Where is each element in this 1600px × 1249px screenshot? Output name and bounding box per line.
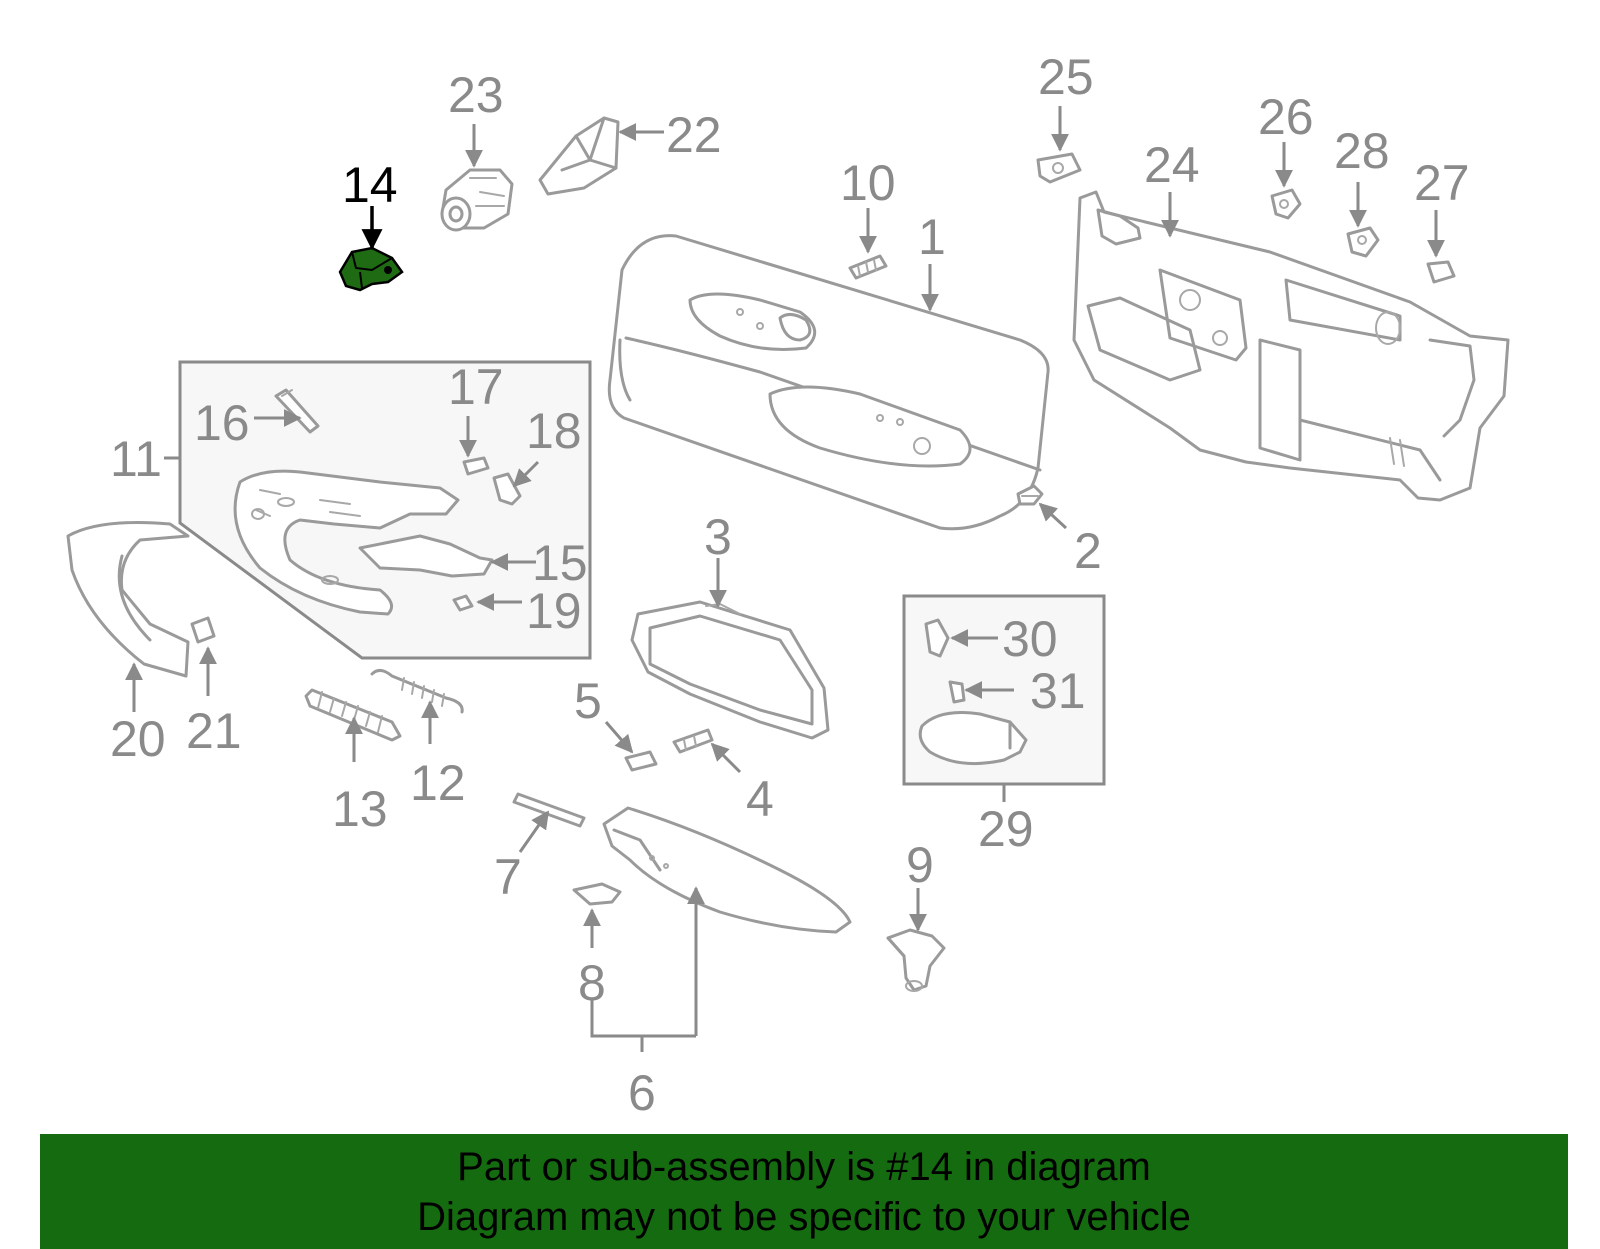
callout-17: 17 bbox=[448, 359, 504, 415]
part-1-drawing bbox=[607, 234, 1050, 531]
callout-26: 26 bbox=[1258, 89, 1314, 145]
part-6-drawing bbox=[602, 806, 852, 934]
part-7-drawing bbox=[512, 792, 586, 828]
callout-8: 8 bbox=[578, 955, 606, 1011]
arrow-5 bbox=[604, 721, 634, 754]
info-banner: Part or sub-assembly is #14 in diagram D… bbox=[40, 1134, 1568, 1249]
part-15-drawing bbox=[233, 469, 494, 616]
part-24-drawing bbox=[1072, 190, 1510, 502]
callout-4: 4 bbox=[746, 771, 774, 827]
part-4-drawing bbox=[672, 728, 714, 754]
callout-9: 9 bbox=[906, 837, 934, 893]
lamp-drawing bbox=[918, 711, 1028, 766]
banner-line-2: Diagram may not be specific to your vehi… bbox=[417, 1195, 1191, 1239]
callout-16: 16 bbox=[194, 395, 250, 451]
callout-22: 22 bbox=[666, 107, 722, 163]
callout-20: 20 bbox=[110, 711, 166, 767]
callout-21: 21 bbox=[186, 703, 242, 759]
callout-2: 2 bbox=[1074, 523, 1102, 579]
callout-13: 13 bbox=[332, 781, 388, 837]
callout-labels: 14 23 22 10 1 25 24 26 28 27 2 11 16 17 … bbox=[110, 49, 1470, 1121]
part-22-drawing bbox=[538, 116, 620, 196]
part-26-drawing bbox=[1270, 188, 1302, 220]
callout-27: 27 bbox=[1414, 155, 1470, 211]
callout-14[interactable]: 14 bbox=[342, 157, 398, 213]
bracket-6 bbox=[590, 1000, 696, 1038]
part-13-drawing bbox=[304, 688, 402, 742]
callout-28: 28 bbox=[1334, 123, 1390, 179]
part-23-drawing bbox=[440, 168, 514, 232]
arrow-2 bbox=[1038, 502, 1068, 530]
callout-5: 5 bbox=[574, 673, 602, 729]
part-30-drawing bbox=[924, 618, 950, 658]
part-19-drawing bbox=[452, 594, 474, 612]
part-12-drawing bbox=[370, 669, 464, 714]
part-25-drawing bbox=[1036, 152, 1082, 184]
arrow-18 bbox=[512, 460, 540, 488]
callout-18: 18 bbox=[526, 403, 582, 459]
part-5-drawing bbox=[624, 750, 658, 772]
banner-line-1: Part or sub-assembly is #14 in diagram bbox=[457, 1145, 1151, 1189]
callout-24: 24 bbox=[1144, 137, 1200, 193]
callout-10: 10 bbox=[840, 155, 896, 211]
part-31-drawing bbox=[948, 680, 966, 704]
part-10-drawing bbox=[848, 254, 888, 280]
arrow-7 bbox=[518, 810, 550, 853]
leader-lines bbox=[125, 106, 1445, 1052]
callout-25: 25 bbox=[1038, 49, 1094, 105]
part-20-drawing bbox=[66, 521, 190, 678]
callout-6: 6 bbox=[628, 1065, 656, 1121]
arrow-4 bbox=[710, 742, 742, 774]
callout-3: 3 bbox=[704, 509, 732, 565]
callout-7: 7 bbox=[494, 849, 522, 905]
part-8-drawing bbox=[572, 882, 622, 906]
callout-29: 29 bbox=[978, 801, 1034, 857]
callout-12: 12 bbox=[410, 755, 466, 811]
part-18-drawing bbox=[492, 472, 522, 506]
part-27-drawing bbox=[1426, 260, 1456, 284]
part-17-drawing bbox=[462, 456, 490, 476]
callout-1: 1 bbox=[918, 209, 946, 265]
part-14-drawing[interactable] bbox=[338, 246, 404, 292]
part-2-drawing bbox=[1016, 484, 1044, 506]
callout-15: 15 bbox=[532, 535, 588, 591]
callout-23: 23 bbox=[448, 67, 504, 123]
part-3-drawing bbox=[630, 600, 830, 740]
callout-11: 11 bbox=[110, 431, 162, 487]
part-9-drawing bbox=[886, 928, 946, 992]
callout-31: 31 bbox=[1030, 663, 1086, 719]
part-21-drawing bbox=[190, 616, 216, 644]
callout-30: 30 bbox=[1002, 611, 1058, 667]
callout-19: 19 bbox=[526, 583, 582, 639]
part-28-drawing bbox=[1346, 226, 1380, 258]
